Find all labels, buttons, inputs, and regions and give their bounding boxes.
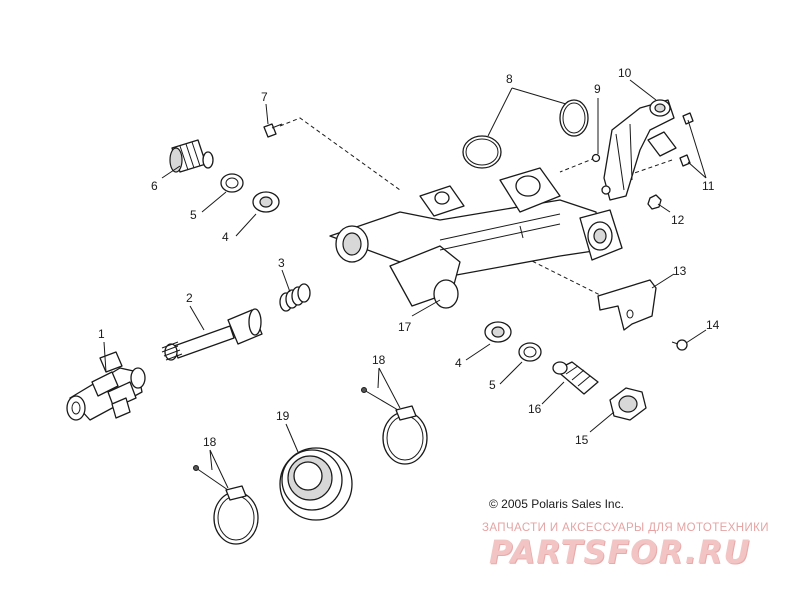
callout-2: 2 bbox=[186, 291, 193, 305]
callouts: 1 2 3 4 4 5 5 6 7 8 9 10 11 12 13 14 15 … bbox=[98, 66, 720, 449]
callout-10: 10 bbox=[618, 66, 632, 80]
ref-line-plate-13 bbox=[519, 254, 601, 296]
part-11-bolts bbox=[679, 112, 694, 167]
callout-12: 12 bbox=[671, 213, 685, 227]
callout-19: 19 bbox=[276, 409, 290, 423]
part-18-clamp-lower bbox=[193, 465, 259, 545]
part-6-bushing bbox=[169, 139, 214, 173]
callout-4-lower: 4 bbox=[455, 356, 462, 370]
callout-6: 6 bbox=[151, 179, 158, 193]
callout-5-upper: 5 bbox=[190, 208, 197, 222]
part-5-seal-upper bbox=[220, 173, 244, 193]
part-16-bushing bbox=[552, 361, 599, 395]
part-13-plate bbox=[597, 279, 657, 331]
ref-line-bolt-7 bbox=[279, 117, 401, 191]
part-3-spring bbox=[279, 283, 311, 312]
part-1-u-joint bbox=[66, 351, 146, 421]
part-10-bracket bbox=[601, 99, 677, 201]
callout-11: 11 bbox=[702, 179, 715, 193]
callout-7: 7 bbox=[261, 90, 268, 104]
part-9-bolt bbox=[591, 153, 601, 163]
part-5-seal-lower bbox=[518, 342, 542, 362]
watermark-subtitle: ЗАПЧАСТИ И АКСЕССУАРЫ ДЛЯ МОТОТЕХНИКИ bbox=[482, 522, 769, 534]
watermark-logo: PARTSFOR.RU bbox=[489, 533, 751, 571]
part-17-swing-arm bbox=[329, 167, 623, 309]
part-4-bearing-lower bbox=[484, 321, 512, 343]
part-15-nut bbox=[609, 387, 647, 421]
callout-5-lower: 5 bbox=[489, 378, 496, 392]
callout-4-upper: 4 bbox=[222, 230, 229, 244]
callout-1: 1 bbox=[98, 327, 105, 341]
callout-16: 16 bbox=[528, 402, 542, 416]
part-8-o-rings bbox=[462, 99, 589, 169]
ref-line-bolt-9 bbox=[559, 157, 596, 173]
callout-18-lower: 18 bbox=[203, 435, 217, 449]
part-19-boot bbox=[279, 447, 353, 521]
callout-13: 13 bbox=[673, 264, 687, 278]
part-14-screw bbox=[671, 339, 688, 351]
callout-18-upper: 18 bbox=[372, 353, 386, 367]
callout-14: 14 bbox=[706, 318, 720, 332]
part-2-drive-shaft bbox=[161, 308, 263, 361]
part-12-nut bbox=[647, 194, 662, 210]
copyright-text: © 2005 Polaris Sales Inc. bbox=[489, 497, 624, 511]
callout-17: 17 bbox=[398, 320, 412, 334]
callout-8: 8 bbox=[506, 72, 513, 86]
callout-3: 3 bbox=[278, 256, 285, 270]
leader-lines bbox=[103, 79, 707, 489]
part-4-bearing-upper bbox=[252, 191, 280, 213]
callout-15: 15 bbox=[575, 433, 589, 447]
callout-9: 9 bbox=[594, 82, 601, 96]
part-18-clamp-upper bbox=[361, 387, 428, 465]
part-7-bolt bbox=[263, 123, 283, 138]
